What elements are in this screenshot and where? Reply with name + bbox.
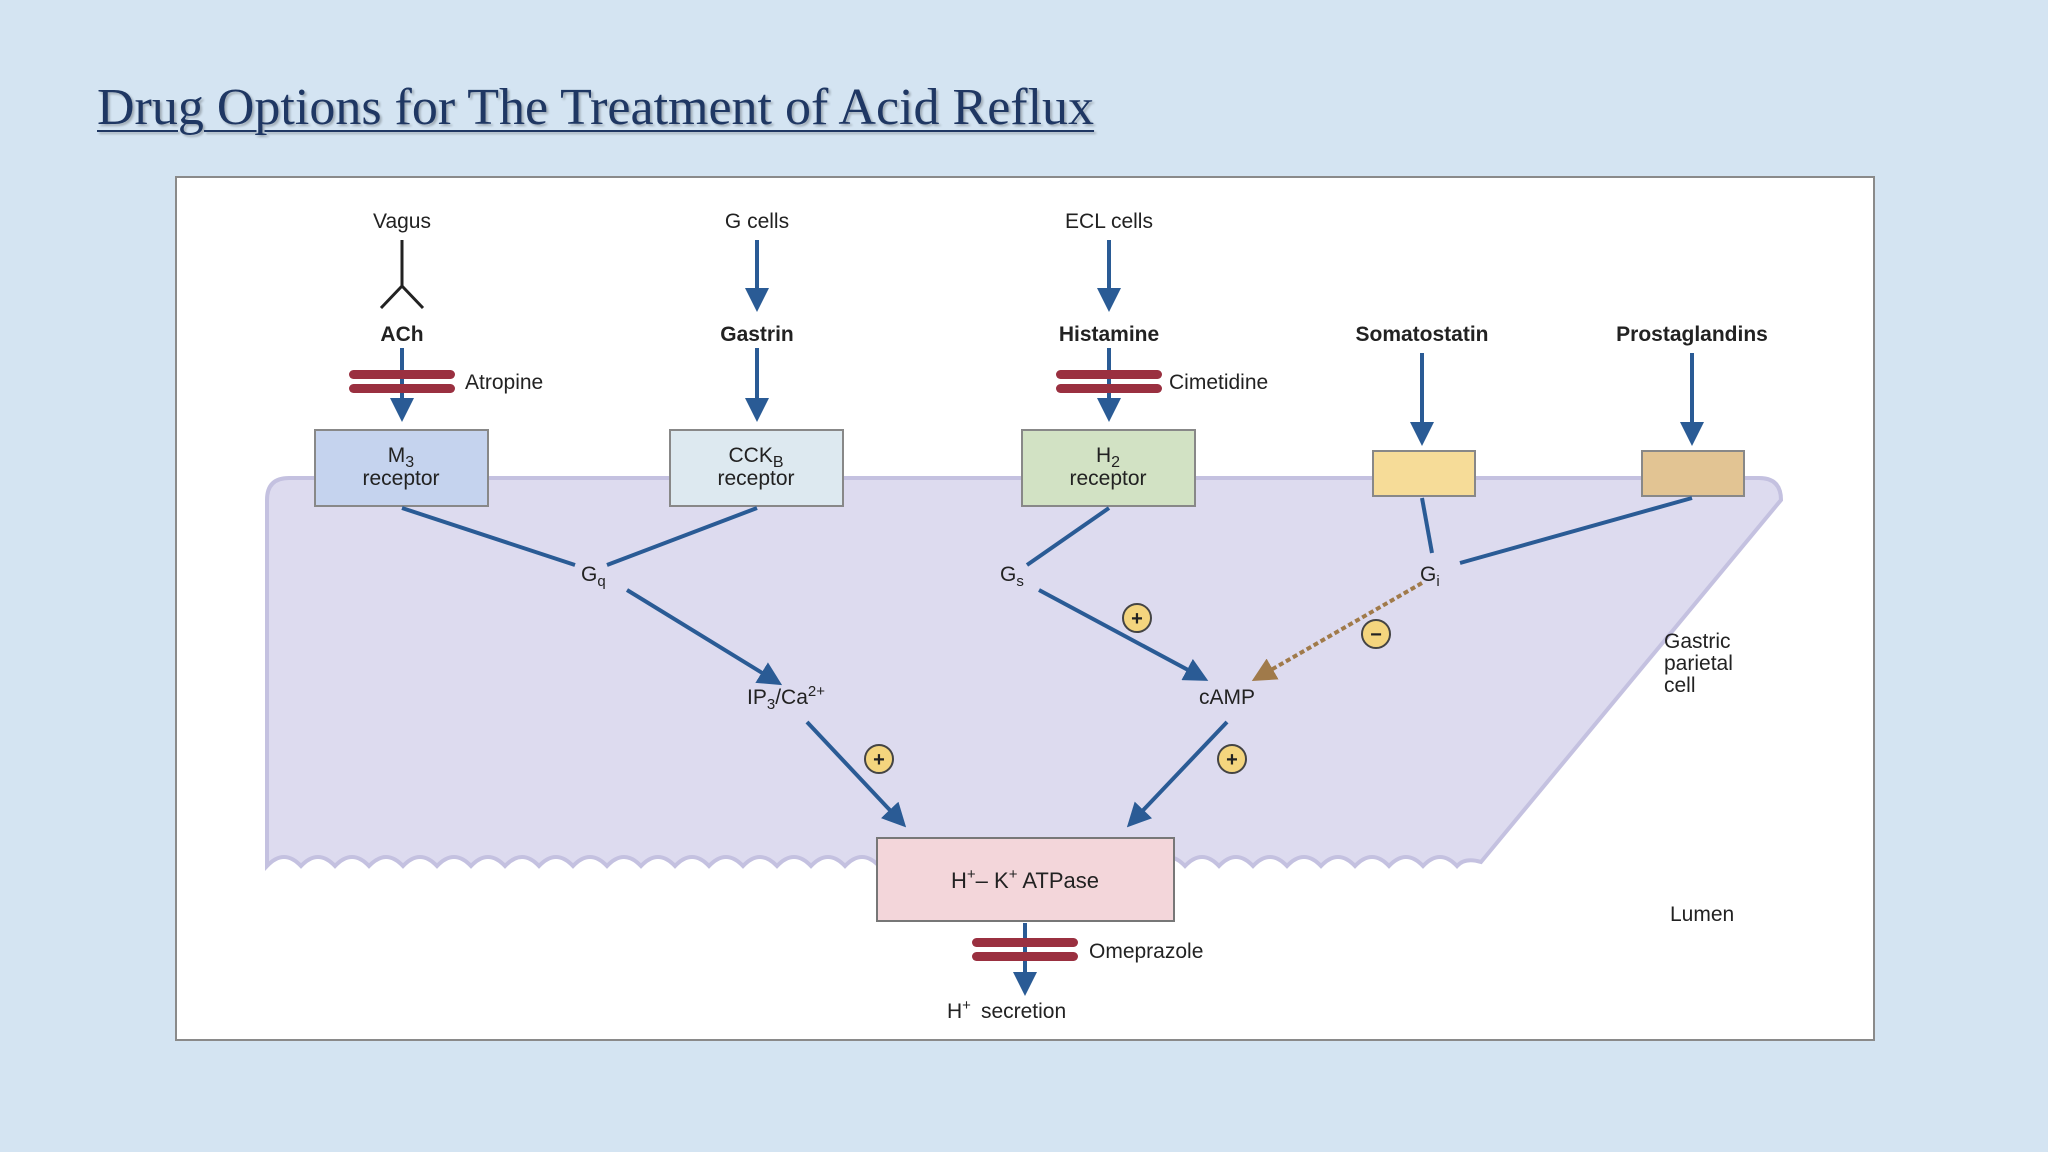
- ip3-ca-label: IP3/Ca2+: [747, 683, 825, 713]
- lumen-label: Lumen: [1670, 903, 1734, 926]
- ach-label: ACh: [380, 323, 423, 346]
- vagus-terminal-left: [379, 284, 404, 310]
- gs-label: Gs: [1000, 563, 1024, 590]
- camp-label: cAMP: [1199, 686, 1255, 709]
- svg-text:+: +: [1226, 749, 1238, 771]
- ip3-to-pump-arrow: [805, 720, 907, 828]
- histamine-label: Histamine: [1059, 323, 1159, 346]
- gi-label: Gi: [1420, 563, 1440, 590]
- svg-text:−: −: [1370, 624, 1382, 646]
- vagus-terminal-right: [400, 284, 425, 310]
- gq-to-ip3-arrow: [625, 588, 783, 686]
- proton-pump-label: H+– K+ ATPase: [951, 866, 1099, 893]
- omeprazole-label: Omeprazole: [1089, 940, 1203, 963]
- atropine-block: [349, 370, 455, 393]
- m3-receptor: [314, 429, 489, 507]
- gs-to-camp-arrow: [1038, 588, 1209, 681]
- cckb-receptor-name: CCKB: [728, 444, 783, 471]
- omeprazole-block: [972, 938, 1078, 961]
- plus-sign-ip3: +: [864, 744, 894, 774]
- plus-sign-gs: +: [1122, 603, 1152, 633]
- camp-to-pump-arrow: [1126, 720, 1229, 828]
- m3-to-gq-line: [401, 506, 576, 567]
- ecl-cells-label: ECL cells: [1065, 210, 1153, 233]
- gastric-parietal-cell-label: Gastric parietal cell: [1664, 630, 1739, 697]
- cckb-receptor-label: receptor: [717, 467, 794, 490]
- h-secretion-label: H+secretion: [947, 997, 1066, 1023]
- prostaglandin-receptor: [1641, 450, 1745, 497]
- cckb-receptor: [669, 429, 844, 507]
- h2-to-gs-line: [1025, 506, 1111, 567]
- gcells-label: G cells: [725, 210, 789, 233]
- svg-text:+: +: [873, 749, 885, 771]
- cimetidine-label: Cimetidine: [1169, 371, 1268, 394]
- svg-text:+: +: [1131, 608, 1143, 630]
- plus-sign-camp: +: [1217, 744, 1247, 774]
- somatostatin-label: Somatostatin: [1355, 323, 1488, 346]
- h2-receptor: [1021, 429, 1196, 507]
- atropine-label: Atropine: [465, 371, 543, 394]
- somatostatin-to-gi-line: [1420, 497, 1434, 554]
- pathway-svg: + − + + Vagus G cells ECL cells ACh Gast…: [265, 210, 1784, 1023]
- cckb-to-gq-line: [606, 506, 758, 567]
- h2-receptor-name: H2: [1096, 444, 1120, 471]
- m3-receptor-name: M3: [388, 444, 415, 471]
- m3-receptor-label: receptor: [362, 467, 439, 490]
- vagus-label: Vagus: [373, 210, 431, 233]
- gastrin-label: Gastrin: [720, 323, 794, 346]
- gq-label: Gq: [581, 563, 606, 590]
- prostaglandin-to-gi-line: [1459, 496, 1693, 565]
- prostaglandins-label: Prostaglandins: [1616, 323, 1768, 346]
- minus-sign-gi: −: [1361, 619, 1391, 649]
- cimetidine-block: [1056, 370, 1162, 393]
- proton-pump: [876, 837, 1175, 922]
- h2-receptor-label: receptor: [1069, 467, 1146, 490]
- pathway-diagram: + − + + Vagus G cells ECL cells ACh Gast…: [175, 176, 1875, 1041]
- somatostatin-receptor: [1372, 450, 1476, 497]
- slide-title: Drug Options for The Treatment of Acid R…: [97, 79, 1095, 136]
